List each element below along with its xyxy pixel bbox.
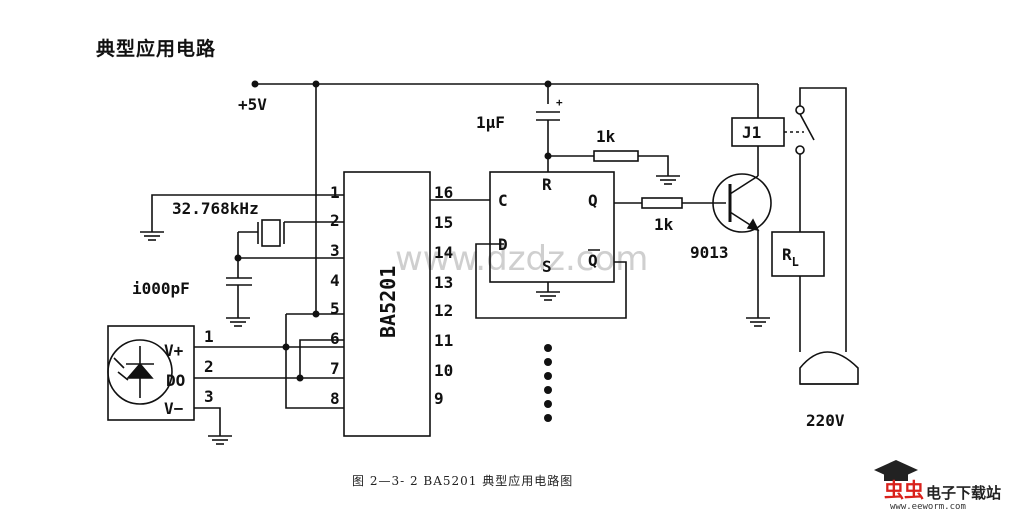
ic-pin-6: 6 — [330, 329, 340, 348]
ff-qbar-label: Q — [588, 251, 598, 270]
ground-symbol-s — [536, 291, 560, 301]
ground-symbol-transistor — [746, 317, 770, 327]
flipflop-box — [489, 171, 615, 283]
ic-pin-5: 5 — [330, 299, 340, 318]
ic-pin-14: 14 — [434, 243, 453, 262]
ic-pin-9: 9 — [434, 389, 444, 408]
crystal-label: 32.768kHz — [172, 199, 259, 218]
qbar-d-feedback — [475, 243, 627, 319]
emitter-arrow — [746, 218, 760, 232]
ic-pin-16: 16 — [434, 183, 453, 202]
sensor-label-vminus: V− — [164, 399, 184, 418]
sensor-label-do: DO — [166, 371, 185, 390]
transistor-body — [712, 173, 772, 233]
cap1u-polarity: + — [556, 96, 563, 109]
load-box — [771, 231, 825, 277]
continuation-dots — [544, 344, 552, 422]
mains-plug-icon — [799, 351, 859, 385]
sensor-pin-2: 2 — [204, 357, 214, 376]
ic-pin-2: 2 — [330, 211, 340, 230]
transistor-label: 9013 — [690, 243, 729, 262]
junction-dots — [234, 80, 552, 382]
sensor-gnd-wire — [194, 407, 221, 436]
logo-mark: 虫虫 — [884, 478, 924, 502]
faint-watermark: www.dzdz.com — [395, 239, 648, 279]
ic-pin-1: 1 — [330, 183, 340, 202]
figure-caption: 图 2—3- 2 BA5201 典型应用电路图 — [352, 474, 574, 488]
ff-q-label: Q — [588, 191, 598, 210]
ic-pin-11: 11 — [434, 331, 453, 350]
ground-symbol-r — [656, 175, 680, 185]
sensor-label-vplus: V+ — [164, 341, 184, 360]
page-title: 典型应用电路 — [96, 38, 217, 60]
switch-contact-bottom — [795, 145, 805, 155]
resistor-top — [593, 150, 639, 162]
resistor-base — [641, 197, 683, 209]
mains-right-wire — [799, 87, 847, 352]
sensor-pin-3: 3 — [204, 387, 214, 406]
resistor-base-label: 1k — [654, 215, 674, 234]
relay-label: J1 — [742, 123, 761, 142]
ic-pin-7: 7 — [330, 359, 340, 378]
ff-s-label: S — [542, 257, 552, 276]
cap1u-label: 1μF — [476, 113, 505, 132]
crystal-symbol — [257, 219, 285, 247]
ground-symbol-left — [140, 231, 164, 241]
ff-d-label: D — [498, 235, 508, 254]
ic-name: BA5201 — [376, 266, 400, 338]
ic-pin-13: 13 — [434, 273, 453, 292]
resistor-ground-wire — [638, 155, 669, 176]
ground-symbol-cap — [226, 317, 250, 327]
ic-pin-4: 4 — [330, 271, 340, 290]
ic-pin-3: 3 — [330, 241, 340, 260]
switch-blade — [799, 113, 815, 141]
ic-pin-8: 8 — [330, 389, 340, 408]
graduation-cap-icon — [874, 460, 918, 481]
sensor-lens — [107, 339, 173, 405]
ground-symbol-sensor — [208, 435, 232, 445]
mains-label: 220V — [806, 411, 845, 430]
ic-pin-15: 15 — [434, 213, 453, 232]
cap1000-label: i000pF — [132, 279, 190, 298]
capacitor-1uf — [536, 111, 560, 121]
supply-label: +5V — [238, 95, 267, 114]
ic-pin-10: 10 — [434, 361, 453, 380]
photodiode-icon — [113, 346, 154, 398]
load-label: RL — [782, 245, 799, 269]
watermark-url: www.eeworm.com — [890, 502, 966, 512]
capacitor-1000pf — [226, 277, 252, 286]
ic-pin-12: 12 — [434, 301, 453, 320]
ff-c-label: C — [498, 191, 508, 210]
ff-r-label: R — [542, 175, 552, 194]
sensor-do-wire — [194, 339, 344, 379]
pin1-ground-wire — [151, 194, 344, 232]
watermark-site-name: 电子下载站 — [926, 484, 1002, 502]
transistor-collector — [729, 175, 759, 195]
resistor-top-label: 1k — [596, 127, 616, 146]
switch-contact-top — [795, 105, 805, 115]
ic-body — [343, 171, 431, 437]
sensor-pin-1: 1 — [204, 327, 214, 346]
